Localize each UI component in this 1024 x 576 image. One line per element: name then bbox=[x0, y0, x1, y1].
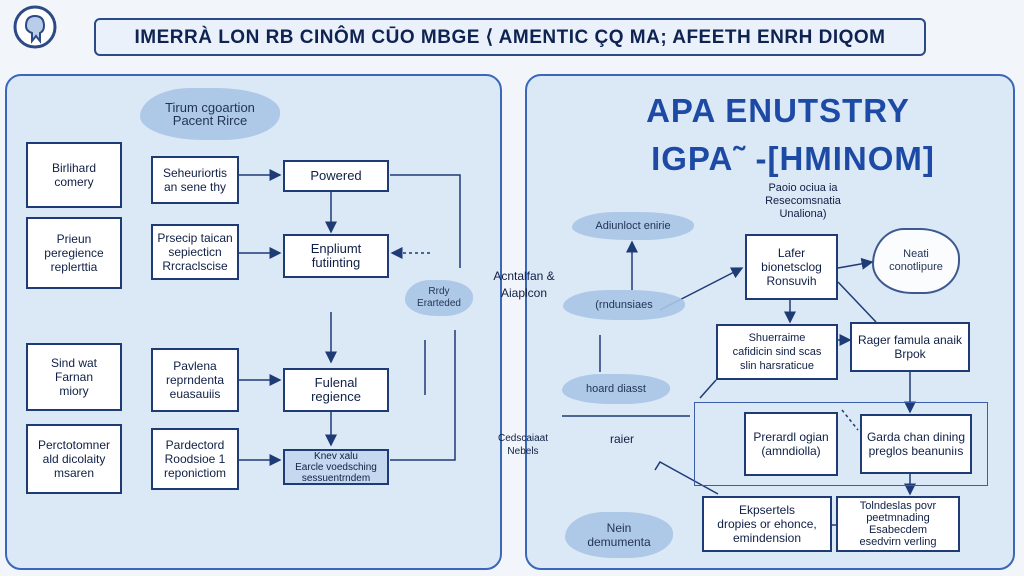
brain-logo-icon bbox=[13, 5, 57, 49]
node-box-4: Prieun peregience replerttia bbox=[26, 217, 122, 289]
node-box-3: Powered bbox=[283, 160, 389, 192]
right-node-box-5: Garda chan dining preglos beanuniıs bbox=[860, 414, 972, 474]
node-box-10: Perctotomner ald dicolaity msaren bbox=[26, 424, 122, 494]
node-box-11: Pardectord Roodsioe 1 reponictiom bbox=[151, 428, 239, 490]
right-near-cloud: Neati conotlipure bbox=[872, 228, 960, 294]
right-raker-label: raier bbox=[609, 432, 634, 446]
node-box-5: Prsecip taican sepiecticn Rrcraclscise bbox=[151, 224, 239, 280]
right-top-note: Paoio ociua ia Resecomsnatia Unaliona) bbox=[738, 182, 868, 221]
right-heading-line1: APA ENUTSTRY bbox=[646, 92, 910, 129]
node-box-6: Enpliumt futiinting bbox=[283, 234, 389, 278]
right-side-label: Cedscaiaat Nebels bbox=[497, 433, 549, 457]
right-heading-line2: IGPA˜ -[HMINOM] bbox=[651, 140, 935, 177]
node-box-12: Knev xalu Earcle voedsching sessuentrnde… bbox=[283, 449, 389, 485]
node-box-9: Fulenal regience bbox=[283, 368, 389, 412]
right-node-box-7: Tolndeslas povr peetmnading Esabecdem es… bbox=[836, 496, 960, 552]
node-box-7: Sind wat Farnan miory bbox=[26, 343, 122, 411]
node-box-8: Pavlena reprndenta euasauiis bbox=[151, 348, 239, 412]
middle-label: Acntalfan & Aiaplcon bbox=[493, 269, 555, 300]
left-cloud-title: Tirum cgoartion Pacent Rirce bbox=[140, 88, 280, 140]
right-node-box-3: Rager famula anaik Brpok bbox=[850, 322, 970, 372]
right-cloud-2: (rndunsiaes bbox=[563, 290, 685, 320]
right-node-box-1: Lafer bionetsclog Ronsuvih bbox=[745, 234, 838, 300]
right-node-box-2: Shuerraime cafidicin sind scas slin hars… bbox=[716, 324, 838, 380]
page-title: IMERRÀ LON RB CINÔM CŪO MBGE ⟨ AMENTIC Ç… bbox=[94, 18, 926, 56]
right-cloud-1: Adiunloct enirie bbox=[572, 212, 694, 240]
right-node-box-4: Prerardl ogian (amndiolla) bbox=[744, 412, 838, 476]
node-box-2: Seheuriortis an sene thy bbox=[151, 156, 239, 204]
right-cloud-3: hoard diasst bbox=[562, 374, 670, 404]
node-box-1: Birlihard comery bbox=[26, 142, 122, 208]
right-cloud-4: Nein demumenta bbox=[565, 512, 673, 558]
right-group-frame bbox=[694, 402, 988, 486]
left-side-cloud: Rrdy Erarteded bbox=[405, 280, 473, 316]
right-node-box-6: Ekpsertels dropies or ehonce, emindensio… bbox=[702, 496, 832, 552]
